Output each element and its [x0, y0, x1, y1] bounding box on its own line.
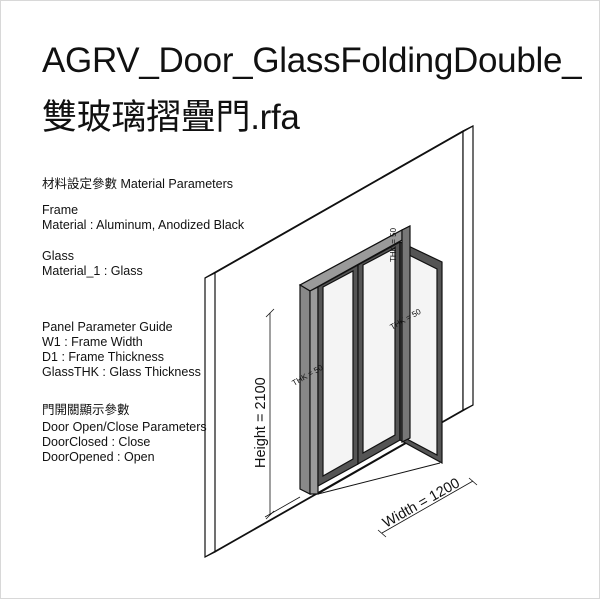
width-dim-line: [381, 480, 474, 534]
left-jamb-front: [309, 286, 319, 495]
height-dimension: [264, 308, 301, 520]
thk-label-top: THK = 50: [389, 227, 398, 262]
height-ext-bottom: [264, 496, 301, 518]
height-label: Height = 2100: [253, 377, 269, 468]
door-heading-en: Door Open/Close Parameters: [42, 420, 207, 434]
door-closed: DoorClosed : Close: [42, 435, 151, 449]
panel-2-glass: [362, 247, 396, 455]
door-assembly: [298, 225, 443, 495]
frame-label: Frame: [42, 203, 79, 217]
wall-top-face: [204, 125, 474, 279]
wall-side-face: [462, 125, 474, 411]
width-tick-right: [468, 477, 478, 486]
panel-d1: D1 : Frame Thickness: [42, 350, 165, 364]
right-jamb: [401, 225, 411, 443]
width-dimension: [377, 477, 478, 538]
material-heading: 材料設定參數 Material Parameters: [42, 177, 234, 191]
title-line-1: AGRV_Door_GlassFoldingDouble_: [42, 41, 582, 80]
left-jamb-side: [299, 283, 311, 495]
frame-material: Material : Aluminum, Anodized Black: [42, 218, 245, 232]
floor-line-back: [317, 462, 441, 495]
glass-material: Material_1 : Glass: [42, 264, 143, 278]
panel-w1: W1 : Frame Width: [42, 335, 143, 349]
panel-glassthk: GlassTHK : Glass Thickness: [42, 365, 201, 379]
door-heading-zh: 門開關顯示參數: [42, 403, 130, 417]
panel-heading: Panel Parameter Guide: [42, 320, 173, 334]
glass-label: Glass: [42, 249, 74, 263]
door-opened: DoorOpened : Open: [42, 450, 155, 464]
width-tick-left: [377, 529, 387, 538]
width-label: Width = 1200: [380, 475, 463, 531]
panel-1-glass: [322, 270, 354, 478]
height-tick-top: [265, 308, 275, 318]
title-line-2: 雙玻璃摺疊門.rfa: [42, 98, 300, 137]
